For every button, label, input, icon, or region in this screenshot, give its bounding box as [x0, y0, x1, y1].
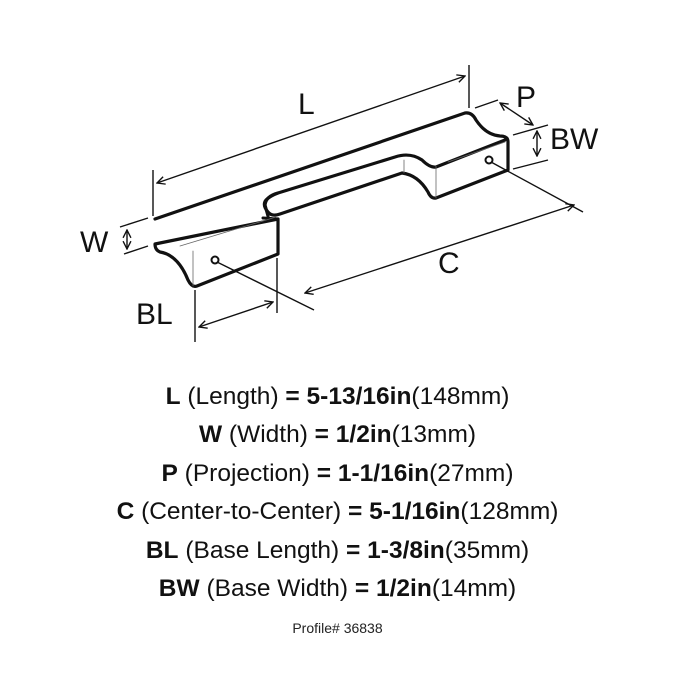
label-P: P [516, 81, 536, 114]
label-W: W [80, 226, 109, 259]
label-C: C [438, 247, 460, 280]
spec-name: (Base Length) [185, 536, 340, 564]
spec-mm: (35mm) [444, 536, 530, 564]
spec-inch: 1-1/16in [337, 459, 430, 487]
spec-inch: 1-3/8in [367, 536, 445, 564]
screw-hole-right [484, 155, 494, 165]
spec-code: W [198, 421, 223, 449]
dimension-lines [119, 65, 584, 342]
spec-code: BW [158, 575, 200, 603]
handle-dimension-diagram: L P BW W C BL [80, 65, 599, 342]
spec-base-width: BW (Base Width) = 1/2in(14mm) [0, 570, 675, 608]
spec-eq: = [316, 459, 332, 487]
label-L: L [298, 88, 315, 121]
spec-eq: = [285, 383, 300, 410]
spec-name: (Projection) [184, 459, 310, 487]
spec-width: W (Width) = 1/2in(13mm) [0, 416, 675, 454]
spec-mm: (13mm) [391, 421, 477, 449]
spec-mm: (148mm) [411, 383, 510, 410]
spec-eq: = [314, 421, 329, 449]
spec-code: C [116, 498, 135, 526]
spec-mm: (128mm) [460, 498, 559, 526]
spec-mm: (27mm) [429, 459, 514, 487]
spec-mm: (14mm) [431, 575, 517, 603]
spec-length: L (Length) = 5-13/16in(148mm) [0, 378, 675, 416]
spec-name: (Width) [228, 421, 308, 449]
spec-code: BL [145, 536, 179, 564]
spec-name: (Length) [187, 383, 279, 410]
screw-hole-left [210, 255, 220, 265]
specifications-list: L (Length) = 5-13/16in(148mm) W (Width) … [0, 378, 675, 608]
spec-inch: 5-1/16in [369, 498, 461, 526]
spec-base-length: BL (Base Length) = 1-3/8in(35mm) [0, 532, 675, 570]
spec-eq: = [346, 536, 361, 564]
spec-name: (Base Width) [206, 575, 349, 603]
profile-number: Profile# 36838 [292, 620, 383, 636]
label-BL: BL [136, 298, 173, 331]
spec-eq: = [348, 498, 363, 526]
spec-code: P [161, 459, 178, 487]
spec-inch: 1/2in [335, 421, 392, 449]
spec-projection: P (Projection) = 1-1/16in(27mm) [0, 455, 675, 493]
spec-name: (Center-to-Center) [141, 498, 342, 526]
spec-code: L [165, 383, 181, 410]
spec-inch: 5-13/16in [306, 383, 412, 410]
spec-center-to-center: C (Center-to-Center) = 5-1/16in(128mm) [0, 493, 675, 531]
spec-inch: 1/2in [375, 575, 432, 603]
label-BW: BW [550, 123, 599, 156]
spec-eq: = [354, 575, 370, 603]
